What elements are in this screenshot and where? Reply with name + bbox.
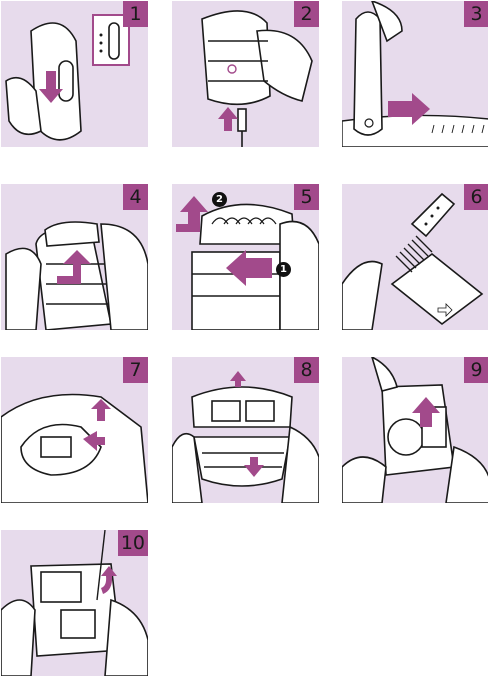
step-panel-3: 3 (342, 1, 488, 147)
step-number: 10 (118, 530, 148, 556)
step-panel-4: 4 (1, 184, 148, 330)
step-number: 4 (123, 184, 148, 210)
step-number: 3 (464, 1, 488, 27)
step-panel-1: 1 (1, 1, 148, 147)
step-number: 7 (123, 357, 148, 383)
step-panel-7: 7 (1, 357, 148, 503)
step-number: 1 (123, 1, 148, 27)
step-panel-10: 10 (1, 530, 148, 676)
step-number: 8 (294, 357, 319, 383)
step-panel-9: 9 (342, 357, 488, 503)
step-panel-8: 8 (172, 357, 319, 503)
step-number: 9 (464, 357, 488, 383)
step-number: 6 (464, 184, 488, 210)
step-number: 5 (294, 184, 319, 210)
callout-two: 2 (212, 192, 227, 207)
step-number: 2 (294, 1, 319, 27)
step-panel-5: 2 1 5 (172, 184, 319, 330)
step-panel-6: 6 (342, 184, 488, 330)
callout-one: 1 (276, 262, 291, 277)
step-panel-2: 2 (172, 1, 319, 147)
